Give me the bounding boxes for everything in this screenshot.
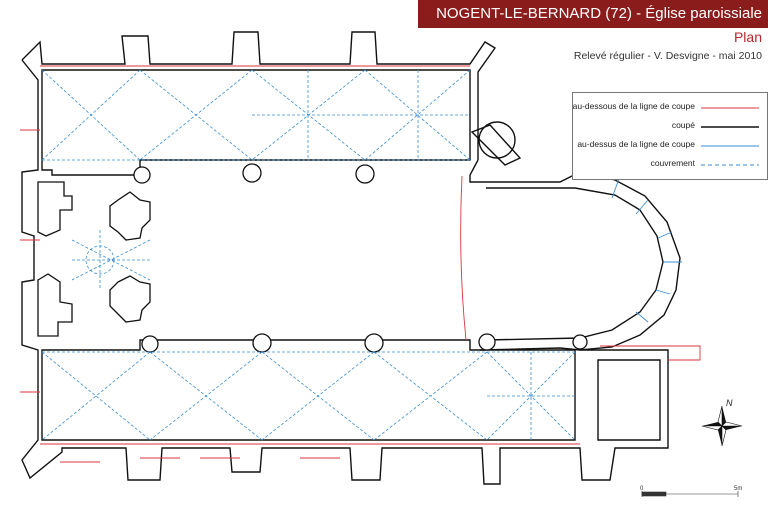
vault-lines: [41, 69, 576, 441]
below-cut-lines: [20, 65, 701, 463]
legend-item-vault: couvrement: [573, 156, 767, 172]
legend-swatch-above: [701, 145, 759, 147]
legend-swatch-vault: [701, 164, 759, 166]
scale-start-label: 0: [640, 486, 644, 492]
legend-item-above: au-dessus de la ligne de coupe: [573, 137, 767, 153]
plan-label: Plan: [733, 29, 762, 45]
page-title: NOGENT-LE-BERNARD (72) - Église paroissi…: [418, 0, 768, 28]
north-arrow: [701, 405, 743, 447]
legend-item-cut: coupé: [573, 118, 767, 134]
scale-end-label: 5m: [734, 486, 743, 492]
north-label: N: [726, 398, 733, 408]
legend-swatch-below: [701, 107, 759, 109]
legend-item-below: au-dessous de la ligne de coupe: [573, 99, 767, 115]
legend-label: couvrement: [650, 158, 695, 168]
legend-swatch-cut: [701, 126, 759, 128]
legend-label: au-dessus de la ligne de coupe: [577, 139, 695, 149]
credit-line: Relevé régulier - V. Desvigne - mai 2010: [573, 50, 762, 62]
west-piers: [37, 163, 588, 353]
above-cut-lines: [611, 175, 682, 323]
legend-label: au-dessous de la ligne de coupe: [572, 101, 695, 111]
legend: au-dessous de la ligne de coupe coupé au…: [572, 92, 768, 180]
legend-label: coupé: [671, 120, 695, 130]
scale-bar: [641, 491, 739, 497]
outer-walls: [21, 31, 681, 485]
